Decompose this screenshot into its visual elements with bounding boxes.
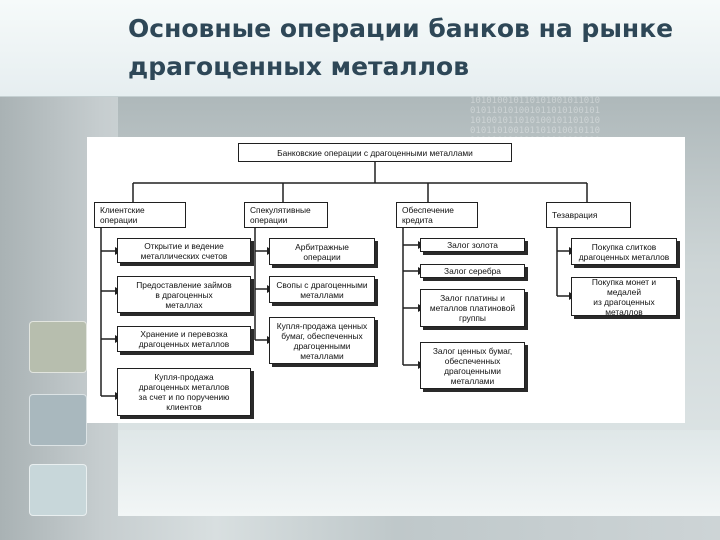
decorative-square-blue (29, 394, 87, 446)
category-box-hoarding: Тезаврация (546, 202, 631, 228)
item-box: Предоставление займов в драгоценных мета… (117, 276, 251, 313)
category-box-client: Клиентские операции (94, 202, 186, 228)
item-box: Купля-продажа драгоценных металлов за сч… (117, 368, 251, 416)
item-box: Открытие и ведение металлических счетов (117, 238, 251, 263)
item-box: Арбитражные операции (269, 238, 375, 265)
diagram-root-box: Банковские операции с драгоценными метал… (238, 143, 512, 162)
item-box: Покупка монет и медалей из драгоценных м… (571, 277, 677, 317)
item-box: Залог ценных бумаг, обеспеченных драгоце… (420, 342, 525, 389)
item-box: Залог серебра (420, 264, 525, 278)
header-band (0, 0, 720, 97)
item-box: Свопы с драгоценными металлами (269, 276, 375, 303)
item-box: Хранение и перевозка драгоценных металло… (117, 326, 251, 352)
item-box: Залог платины и металлов платиновой груп… (420, 289, 525, 327)
decorative-square-olive (29, 321, 87, 373)
category-box-credit: Обеспечение кредита (396, 202, 478, 228)
item-box: Залог золота (420, 238, 525, 252)
item-box: Покупка слитков драгоценных металлов (571, 238, 677, 265)
decorative-square-light (29, 464, 87, 516)
org-diagram: Банковские операции с драгоценными метал… (87, 137, 685, 423)
slide-title: Основные операции банков на рынке драгоц… (128, 14, 674, 81)
category-box-speculative: Спекулятивные операции (244, 202, 328, 228)
background-floor (118, 430, 720, 516)
item-box: Купля-продажа ценных бумаг, обеспеченных… (269, 317, 375, 364)
